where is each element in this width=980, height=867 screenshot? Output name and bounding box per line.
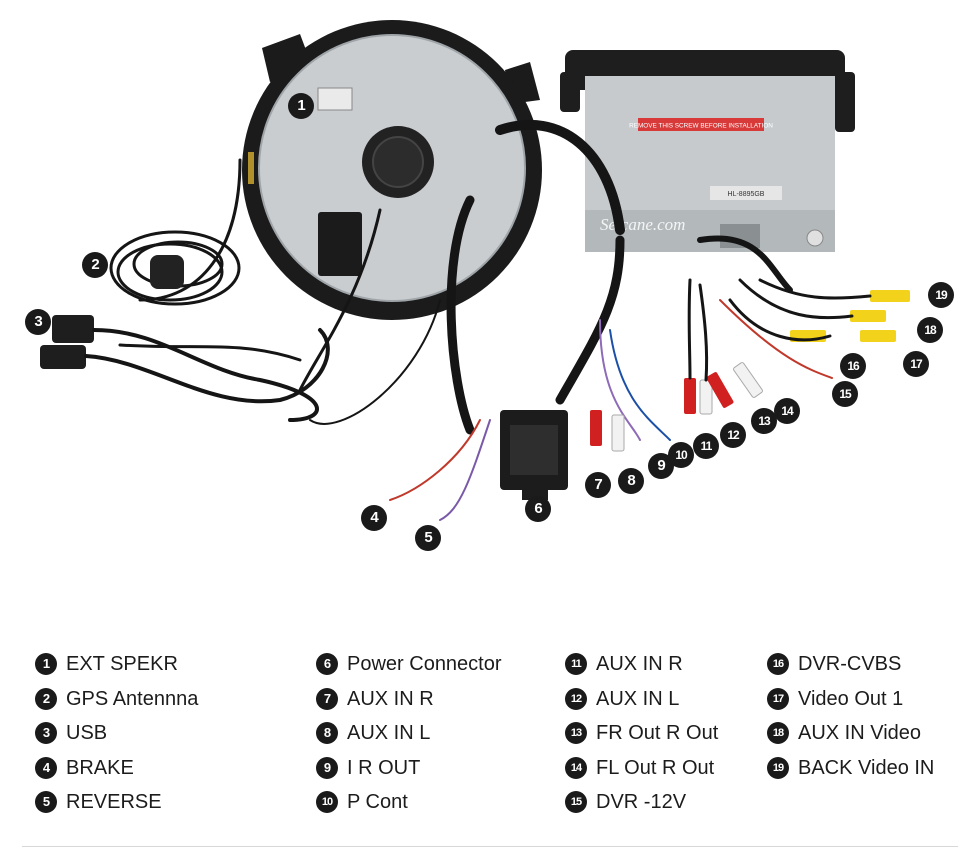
divider [22,846,958,847]
callout-13: 13 [751,408,777,434]
legend-number: 10 [316,791,338,813]
callout-6: 6 [525,496,551,522]
legend-label: Power Connector [347,652,502,675]
legend-item: 17 Video Out 1 [767,687,903,711]
callout-12: 12 [720,422,746,448]
callout-5: 5 [415,525,441,551]
legend-item: 12 AUX IN L [565,687,679,711]
head-unit: REMOVE THIS SCREW BEFORE INSTALLATION HL… [560,50,855,252]
legend-label: BRAKE [66,756,134,779]
legend-item: 15 DVR -12V [565,790,686,814]
legend-label: REVERSE [66,790,162,813]
legend-label: DVR -12V [596,790,687,813]
speaker-plate [242,20,542,320]
unit-label-text: HL-8895GB [728,191,765,198]
legend-label: USB [66,721,108,744]
callout-8: 8 [618,468,644,494]
watermark-text: Seicane.com [600,215,685,234]
usb-cables [40,315,330,422]
callout-11: 11 [693,433,719,459]
legend-number: 4 [35,757,57,779]
legend-number: 6 [316,653,338,675]
product-photo: REMOVE THIS SCREW BEFORE INSTALLATION HL… [40,20,910,521]
callout-15: 15 [832,381,858,407]
callout-18: 18 [917,317,943,343]
legend-number: 7 [316,688,338,710]
legend-number: 1 [35,653,57,675]
callout-3: 3 [25,309,51,335]
legend-label: GPS Antennna [66,687,199,710]
power-connector [500,410,568,500]
legend-item: 13 FR Out R Out [565,721,718,745]
legend-item: 11 AUX IN R [565,652,683,676]
callout-4: 4 [361,505,387,531]
legend-item: 6 Power Connector [316,652,502,676]
callout-16: 16 [840,353,866,379]
legend-label: AUX IN L [596,687,680,710]
legend-number: 9 [316,757,338,779]
legend-label: AUX IN L [347,721,431,744]
callout-1: 1 [288,93,314,119]
legend-label: DVR-CVBS [798,652,902,675]
legend-label: FR Out R Out [596,721,719,744]
legend-number: 12 [565,688,587,710]
signal-wires [309,299,671,521]
legend-number: 17 [767,688,789,710]
legend-item: 3 USB [35,721,107,745]
legend-item: 5 REVERSE [35,790,162,814]
legend-item: 8 AUX IN L [316,721,430,745]
legend-number: 15 [565,791,587,813]
legend-number: 2 [35,688,57,710]
legend-item: 2 GPS Antennna [35,687,198,711]
legend-item: 4 BRAKE [35,756,134,780]
legend-label: AUX IN R [596,652,683,675]
callout-7: 7 [585,472,611,498]
legend-item: 19 BACK Video IN [767,756,934,780]
rca-plugs [590,278,910,452]
legend-number: 18 [767,722,789,744]
legend-label: AUX IN Video [798,721,922,744]
legend-number: 13 [565,722,587,744]
legend-label: I R OUT [347,756,421,779]
legend-number: 5 [35,791,57,813]
legend-number: 14 [565,757,587,779]
sticker-text: REMOVE THIS SCREW BEFORE INSTALLATION [629,123,773,130]
callout-19: 19 [928,282,954,308]
callout-17: 17 [903,351,929,377]
legend-label: BACK Video IN [798,756,935,779]
callout-10: 10 [668,442,694,468]
wiring-harness [138,120,793,435]
legend-number: 19 [767,757,789,779]
legend-label: Video Out 1 [798,687,904,710]
legend-label: FL Out R Out [596,756,715,779]
legend-label: AUX IN R [347,687,434,710]
legend-item: 7 AUX IN R [316,687,434,711]
legend-number: 3 [35,722,57,744]
legend-item: 1 EXT SPEKR [35,652,178,676]
legend: 1 EXT SPEKR 2 GPS Antennna 3 USB 4 BRAKE 5 RE… [0,640,980,830]
callout-14: 14 [774,398,800,424]
legend-label: P Cont [347,790,408,813]
legend-number: 11 [565,653,587,675]
legend-item: 16 DVR-CVBS [767,652,901,676]
gps-antenna [109,230,241,306]
legend-item: 14 FL Out R Out [565,756,714,780]
legend-number: 16 [767,653,789,675]
legend-item: 10 P Cont [316,790,408,814]
legend-number: 8 [316,722,338,744]
legend-item: 18 AUX IN Video [767,721,921,745]
legend-label: EXT SPEKR [66,652,178,675]
legend-item: 9 I R OUT [316,756,420,780]
callout-2: 2 [82,252,108,278]
